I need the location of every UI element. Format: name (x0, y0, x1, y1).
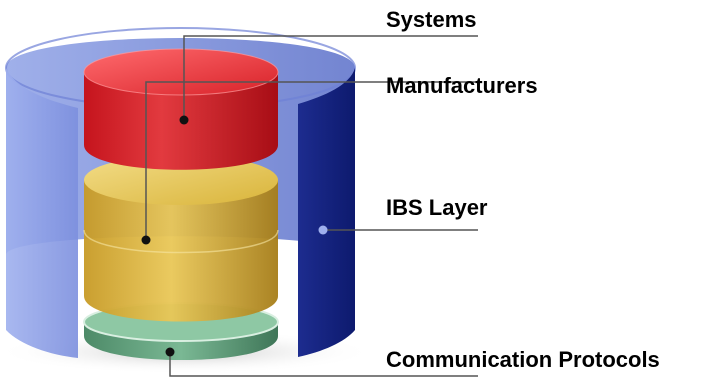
systems-disc (83, 48, 279, 170)
outer-cylinder-left-wall (6, 68, 78, 358)
leader-systems (183, 35, 478, 120)
anchor-dot-manufacturers (141, 235, 151, 245)
anchor-dot-communication (165, 347, 175, 357)
label-manufacturers: Manufacturers (386, 73, 538, 98)
label-ibs-layer: IBS Layer (386, 195, 488, 220)
outer-cylinder-right-wall (298, 68, 355, 357)
label-communication-protocols: Communication Protocols (386, 347, 660, 372)
leader-manufacturers (145, 81, 478, 240)
leader-communication (169, 352, 478, 377)
leader-lines (145, 35, 478, 377)
anchor-dot-systems (179, 115, 189, 125)
manufacturers-cylinder (83, 155, 279, 322)
label-systems: Systems (386, 7, 477, 32)
anchor-dot-ibs (318, 225, 328, 235)
